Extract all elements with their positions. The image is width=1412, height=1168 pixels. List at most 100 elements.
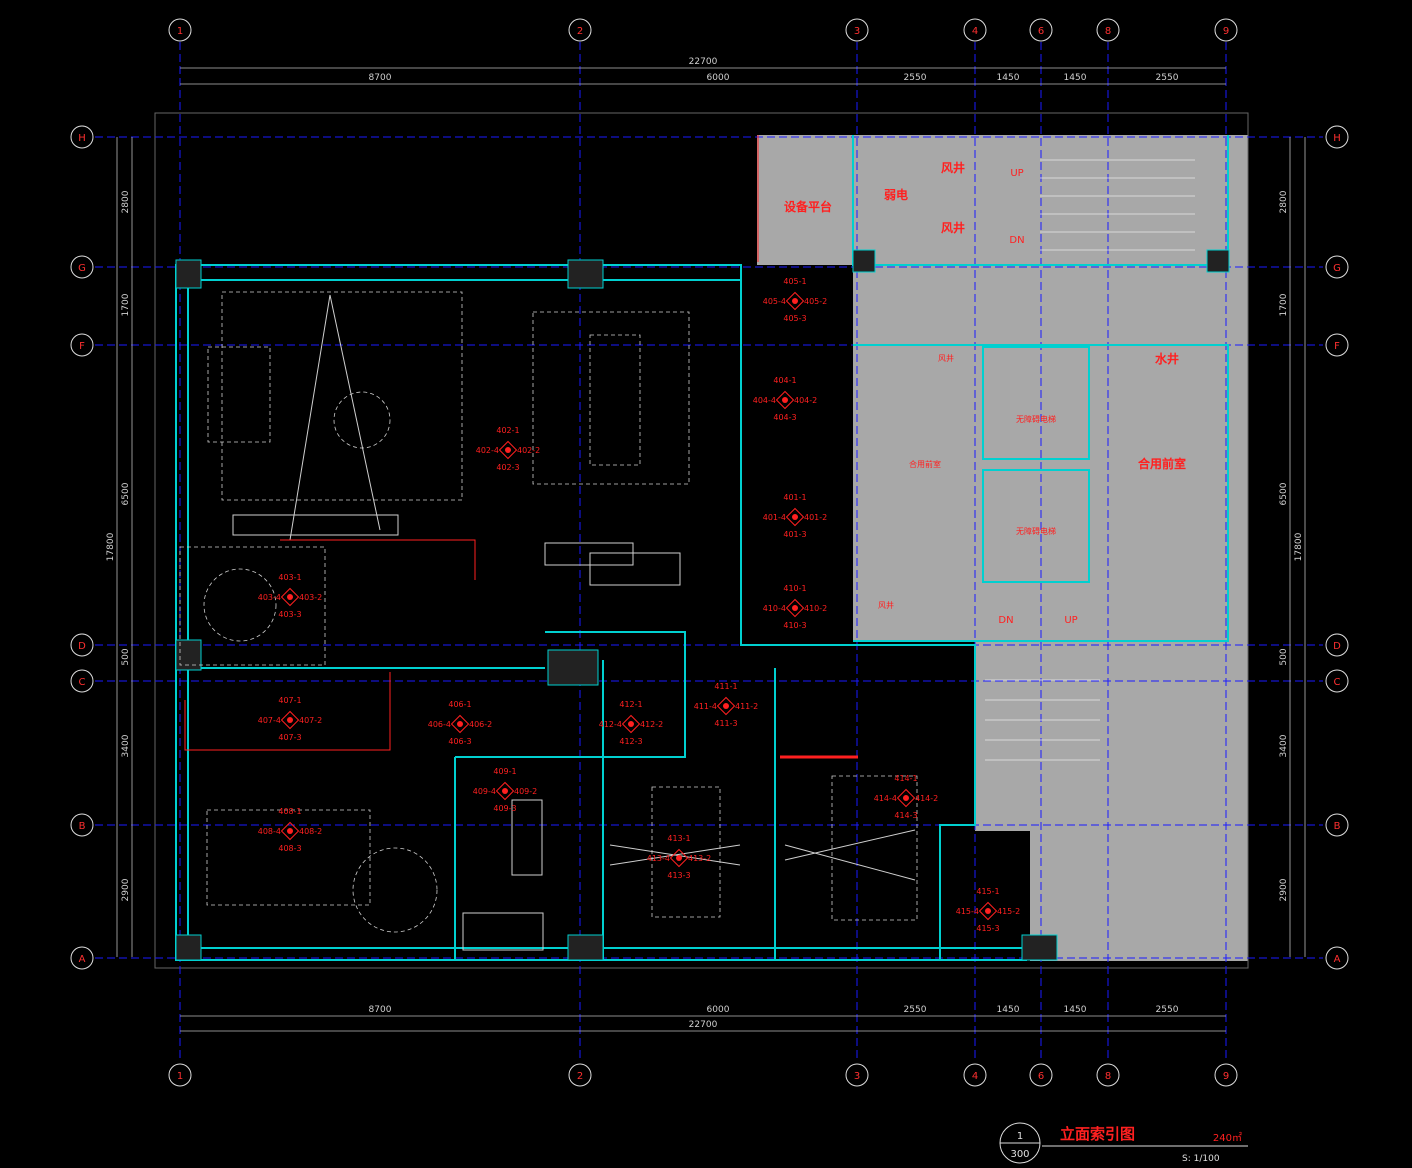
grid-bubble-right-D-label: D xyxy=(1333,641,1341,652)
dimension-lines xyxy=(116,67,1306,1032)
grid-bubble-left-H-label: H xyxy=(78,133,86,144)
grid-bubble-top-9-label: 9 xyxy=(1223,26,1229,37)
dim-bottom-1: 8700 xyxy=(369,1005,392,1015)
index-marker-407: 407-1 407-4 407-2 407-3 xyxy=(258,696,323,742)
grid-bubble-bottom-9-label: 9 xyxy=(1223,1071,1229,1082)
index-label-403-2: 403-2 xyxy=(299,593,322,602)
dim-right-overall: 17800 xyxy=(1294,532,1304,561)
index-label-411-3: 411-3 xyxy=(714,719,737,728)
drawing-title: 立面索引图 xyxy=(1060,1125,1135,1143)
dim-bottom-3: 2550 xyxy=(904,1005,927,1015)
grid-bubble-bottom-8-label: 8 xyxy=(1105,1071,1111,1082)
dim-right-1: 2800 xyxy=(1279,190,1289,213)
index-label-414-1: 414-1 xyxy=(894,774,917,783)
index-label-401-4: 401-4 xyxy=(763,513,786,522)
room-weak-current: 弱电 xyxy=(884,187,908,202)
grid-bubble-left-A: A xyxy=(70,946,94,970)
grid-bubble-right-G-label: G xyxy=(1333,263,1341,274)
index-label-410-4: 410-4 xyxy=(763,604,786,613)
dim-top-3: 2550 xyxy=(904,73,927,83)
grid-bubble-right-F: F xyxy=(1325,333,1349,357)
grid-bubble-top-2: 2 xyxy=(568,18,592,42)
dimension-texts: 22700 8700 6000 2550 1450 1450 2550 8700… xyxy=(106,57,1304,1030)
grid-bubble-left-B: B xyxy=(70,813,94,837)
room-air-shaft-1: 风井 xyxy=(941,160,965,175)
index-label-408-2: 408-2 xyxy=(299,827,322,836)
dim-bottom-2: 6000 xyxy=(707,1005,730,1015)
room-labels: 设备平台 弱电 风井 风井 风井 风井 水井 合用前室 合用前室 无障碍电梯 无… xyxy=(784,160,1186,626)
dim-left-5: 3400 xyxy=(121,734,131,757)
room-air-shaft-3: 风井 xyxy=(938,353,954,363)
index-label-402-4: 402-4 xyxy=(476,446,499,455)
grid-bubble-left-C-label: C xyxy=(79,677,86,688)
index-label-407-2: 407-2 xyxy=(299,716,322,725)
stair-up-bottom: UP xyxy=(1064,615,1077,626)
room-shared-lobby-small: 合用前室 xyxy=(909,459,941,469)
grid-bubble-left-G: G xyxy=(70,255,94,279)
dim-right-4: 500 xyxy=(1279,648,1289,665)
index-label-403-1: 403-1 xyxy=(278,573,301,582)
index-label-404-3: 404-3 xyxy=(773,413,796,422)
index-label-410-3: 410-3 xyxy=(783,621,806,630)
furniture xyxy=(179,291,918,933)
grid-bubble-bottom-2-label: 2 xyxy=(577,1071,583,1082)
index-label-407-4: 407-4 xyxy=(258,716,281,725)
dim-left-3: 6500 xyxy=(121,482,131,505)
index-label-401-3: 401-3 xyxy=(783,530,806,539)
index-label-401-1: 401-1 xyxy=(783,493,806,502)
dim-right-2: 1700 xyxy=(1279,293,1289,316)
grid-bubble-bottom-1: 1 xyxy=(168,1063,192,1087)
index-label-403-4: 403-4 xyxy=(258,593,281,602)
index-label-415-3: 415-3 xyxy=(976,924,999,933)
index-label-407-1: 407-1 xyxy=(278,696,301,705)
index-label-414-4: 414-4 xyxy=(874,794,897,803)
index-label-412-1: 412-1 xyxy=(619,700,642,709)
structural-columns xyxy=(175,249,1230,961)
grid-bubble-top-8-label: 8 xyxy=(1105,26,1111,37)
detail-number: 1 xyxy=(1017,1131,1023,1142)
sheet-number: 300 xyxy=(1010,1149,1029,1160)
grid-bubble-bottom-4: 4 xyxy=(963,1063,987,1087)
room-water-shaft: 水井 xyxy=(1155,351,1179,366)
grid-bubble-right-A: A xyxy=(1325,946,1349,970)
index-label-410-2: 410-2 xyxy=(804,604,827,613)
drawing-border xyxy=(154,112,1249,969)
index-label-409-3: 409-3 xyxy=(493,804,516,813)
grid-bubble-right-C-label: C xyxy=(1334,677,1341,688)
dim-left-1: 2800 xyxy=(121,190,131,213)
grid-bubble-left-A-label: A xyxy=(79,954,86,965)
index-label-409-2: 409-2 xyxy=(514,787,537,796)
dim-bottom-5: 1450 xyxy=(1064,1005,1087,1015)
dim-top-overall: 22700 xyxy=(689,57,718,67)
grid-bubble-bottom-6: 6 xyxy=(1029,1063,1053,1087)
index-label-408-4: 408-4 xyxy=(258,827,281,836)
grid-bubble-right-A-label: A xyxy=(1334,954,1341,965)
index-label-407-3: 407-3 xyxy=(278,733,301,742)
core-areas xyxy=(757,135,1248,961)
grid-bubble-bottom-6-label: 6 xyxy=(1038,1071,1044,1082)
index-label-405-1: 405-1 xyxy=(783,277,806,286)
room-elevator-1: 无障碍电梯 xyxy=(1016,414,1056,424)
stair-treads xyxy=(985,159,1195,761)
grid-bubble-right-B: B xyxy=(1325,813,1349,837)
index-label-412-2: 412-2 xyxy=(640,720,663,729)
index-label-402-1: 402-1 xyxy=(496,426,519,435)
grid-bubble-right-G: G xyxy=(1325,255,1349,279)
index-label-409-4: 409-4 xyxy=(473,787,496,796)
dim-top-5: 1450 xyxy=(1064,73,1087,83)
room-air-shaft-4: 风井 xyxy=(878,600,894,610)
index-label-408-1: 408-1 xyxy=(278,807,301,816)
